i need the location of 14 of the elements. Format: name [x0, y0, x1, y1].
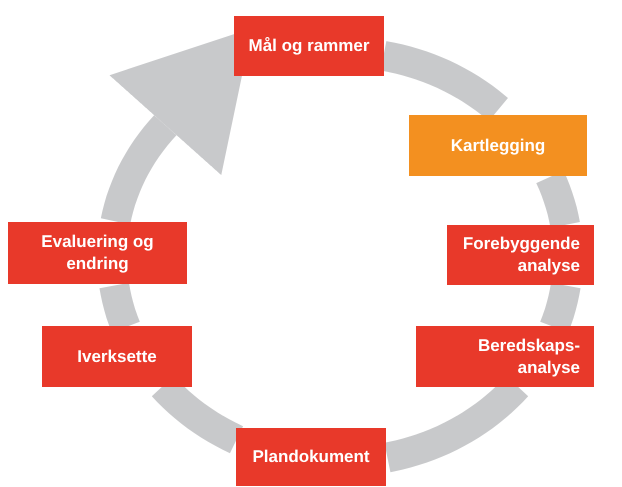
step-box [42, 326, 192, 387]
step-label: Plandokument [252, 446, 370, 468]
step-box [236, 428, 386, 486]
step-label: Evaluering og endring [40, 231, 155, 275]
step-label: Beredskaps- analyse [476, 334, 580, 378]
step-label: Forebyggende analyse [462, 233, 580, 277]
step-label: Iverksette [77, 346, 157, 368]
step-box [8, 222, 187, 284]
step-label: Mål og rammer [248, 35, 370, 57]
step-box [447, 225, 594, 285]
step-box [409, 115, 587, 176]
step-box [416, 326, 594, 387]
step-box [234, 16, 384, 76]
step-label: Kartlegging [450, 134, 546, 156]
